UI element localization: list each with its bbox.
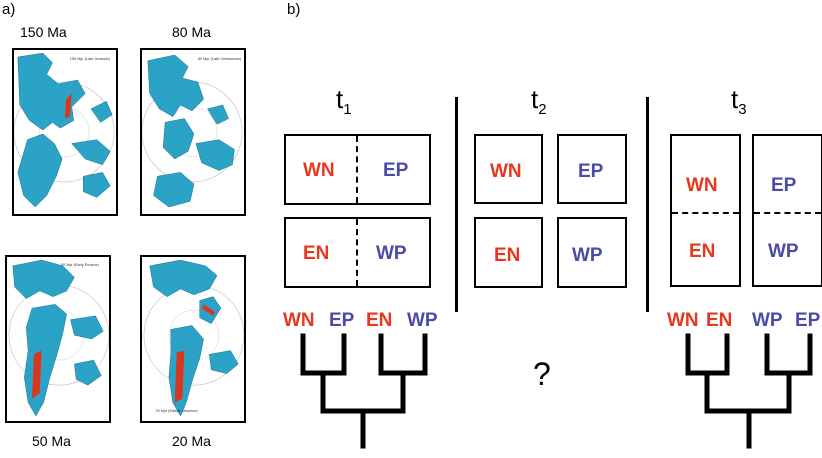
map-caption: 80 Myr (Late Cretaceous): [198, 57, 242, 61]
time-base: t: [531, 84, 539, 114]
area-box-north: WN EP: [284, 134, 431, 205]
paleomap-80ma: 80 Myr (Late Cretaceous): [140, 48, 246, 216]
time-label-t2: t2: [531, 86, 547, 117]
paleomap-drawing: 80 Myr (Late Cretaceous): [142, 54, 243, 208]
area-label-en: EN: [494, 245, 521, 266]
time-subscript: 2: [538, 101, 547, 118]
tree-leaf-label: EP: [329, 310, 355, 331]
area-box-east: EP WP: [752, 134, 822, 287]
paleomap-20ma: 20 Myr (Middle Miocene): [140, 255, 246, 423]
dashed-boundary: [356, 136, 358, 203]
tree-leaf-label: EP: [795, 310, 821, 331]
tree-leaf-label: WN: [667, 310, 699, 331]
area-label-wp: WP: [376, 243, 407, 264]
map-caption: 50 Myr (Early Eocene): [61, 263, 100, 267]
map-caption: 20 Myr (Middle Miocene): [155, 409, 198, 413]
area-box-south: EN WP: [284, 217, 431, 288]
area-label-wp: WP: [572, 245, 603, 266]
map-caption: 150 Myr (Late Jurassic): [70, 57, 111, 61]
area-label-wn: WN: [490, 161, 522, 182]
time-label-t3: t3: [731, 86, 747, 117]
area-label-ep: EP: [383, 160, 409, 181]
panel-a-label: a): [2, 1, 16, 18]
paleomap-150ma: 150 Myr (Late Jurassic): [12, 48, 118, 216]
unknown-topology-mark: ?: [533, 356, 551, 392]
area-label-wn: WN: [686, 175, 718, 196]
panel-b-label: b): [287, 1, 301, 18]
map-age-label: 150 Ma: [20, 24, 67, 40]
tree-leaf-label: WN: [283, 310, 315, 331]
tree-leaf-label: WP: [752, 310, 783, 331]
time-base: t: [336, 84, 344, 114]
dashed-boundary: [672, 212, 739, 214]
dashed-boundary: [356, 219, 358, 286]
area-box-en: EN: [474, 217, 543, 288]
map-age-label: 80 Ma: [172, 24, 211, 40]
time-subscript: 1: [343, 101, 352, 118]
area-box-wn: WN: [474, 134, 543, 204]
area-box-wp: WP: [557, 217, 627, 288]
area-label-wp: WP: [768, 241, 799, 262]
area-label-ep: EP: [771, 175, 797, 196]
area-box-ep: EP: [557, 134, 627, 204]
area-box-west: WN EN: [670, 134, 741, 287]
time-divider: [455, 97, 458, 312]
dashed-boundary: [754, 212, 821, 214]
time-label-t1: t1: [336, 86, 352, 117]
area-label-ep: EP: [578, 161, 604, 182]
paleomap-drawing: 20 Myr (Middle Miocene): [143, 259, 244, 417]
time-base: t: [731, 84, 739, 114]
tree-leaf-label: EN: [706, 310, 733, 331]
map-age-label: 20 Ma: [172, 433, 211, 449]
paleomap-50ma: 50 Myr (Early Eocene): [5, 255, 111, 423]
paleomap-drawing: 50 Myr (Early Eocene): [8, 259, 109, 417]
paleomap-drawing: 150 Myr (Late Jurassic): [14, 52, 115, 208]
time-subscript: 3: [738, 101, 747, 118]
area-label-en: EN: [303, 243, 330, 264]
area-label-wn: WN: [303, 160, 335, 181]
tree-leaf-label: EN: [366, 310, 393, 331]
time-divider: [646, 97, 649, 312]
area-label-en: EN: [689, 241, 716, 262]
tree-leaf-label: WP: [407, 310, 438, 331]
map-age-label: 50 Ma: [32, 433, 71, 449]
